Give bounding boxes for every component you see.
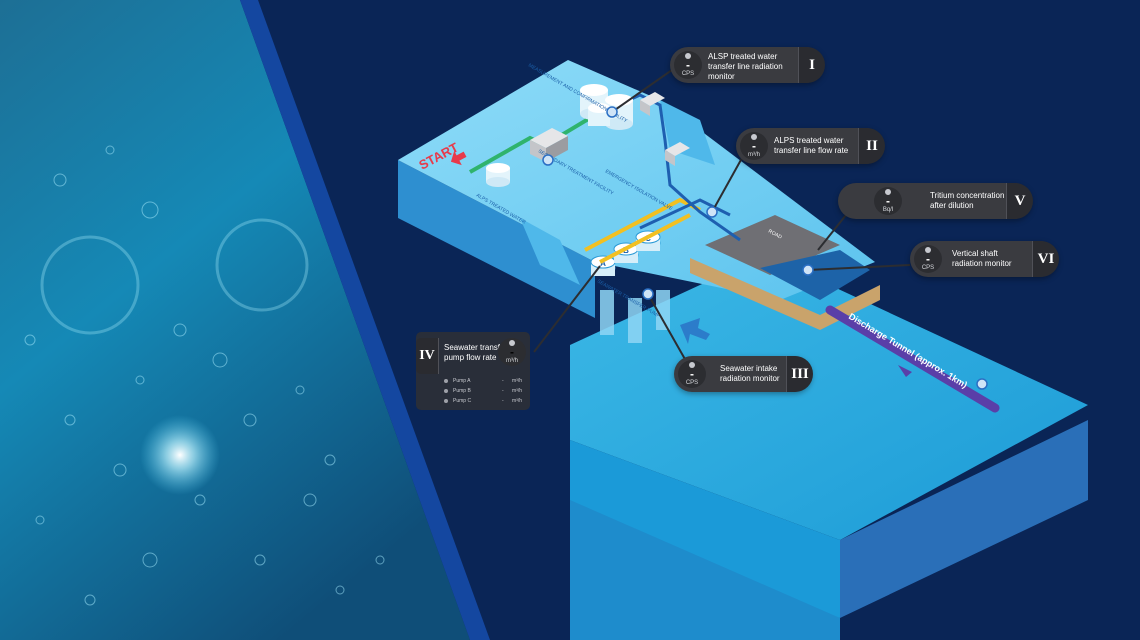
pump-a-name: Pump A bbox=[453, 378, 471, 384]
blue-pipe bbox=[639, 198, 731, 230]
land-step-face-2 bbox=[520, 218, 580, 285]
flow-arrow-out bbox=[898, 365, 912, 377]
value-iii: - bbox=[690, 367, 694, 381]
sea-surface bbox=[570, 255, 1088, 540]
monitor-markers bbox=[542, 106, 988, 390]
pump-b-name: Pump B bbox=[453, 388, 471, 394]
value-ii: - bbox=[752, 139, 756, 153]
pump-c-row: Pump C - m³/h bbox=[416, 397, 530, 407]
unit-v: Bq/l bbox=[882, 207, 894, 213]
gauge-iii: -CPS bbox=[678, 360, 706, 388]
pump-b-value: - bbox=[502, 388, 504, 394]
gauge-ii: -m³/h bbox=[740, 132, 768, 160]
underwater-photo bbox=[0, 0, 470, 640]
unit-vi: CPS bbox=[921, 265, 935, 271]
outflow-block bbox=[760, 250, 870, 300]
gauge-v: -Bq/l bbox=[874, 187, 902, 215]
pump-c-value: - bbox=[502, 398, 504, 404]
roman-iv: IV bbox=[416, 338, 439, 374]
bubbles bbox=[24, 145, 385, 606]
value-v: - bbox=[886, 194, 890, 208]
pump-b-unit: m³/h bbox=[512, 388, 522, 394]
pump-c-unit: m³/h bbox=[512, 398, 522, 404]
gauge-i: -CPS bbox=[674, 51, 702, 79]
pump-house bbox=[640, 92, 665, 116]
value-iv: - bbox=[510, 345, 514, 359]
gauge-iv: -m³/h bbox=[498, 338, 526, 366]
unit-i: CPS bbox=[681, 71, 695, 77]
start-arrow-icon bbox=[450, 150, 467, 166]
transfer-pipe bbox=[589, 93, 741, 242]
pump-a-value: - bbox=[502, 378, 504, 384]
pump-a-letter: A bbox=[600, 259, 606, 268]
sea-block-front bbox=[840, 420, 1088, 618]
pump-c-name: Pump C bbox=[453, 398, 472, 404]
yellow-pipe-2 bbox=[599, 213, 691, 264]
discharge-tunnel bbox=[825, 305, 1000, 413]
land-block-side bbox=[398, 160, 595, 318]
alps-tank bbox=[486, 163, 510, 187]
road-block bbox=[705, 215, 840, 275]
pump-a-unit: m³/h bbox=[512, 378, 522, 384]
intake-structures bbox=[600, 290, 670, 343]
flow-arrow-intake bbox=[680, 318, 710, 344]
measurement-tanks bbox=[580, 84, 633, 130]
divider-stripe bbox=[240, 0, 490, 640]
unit-iii: CPS bbox=[685, 380, 699, 386]
light-glow bbox=[140, 415, 220, 495]
valve-building bbox=[665, 142, 690, 166]
unit-ii: m³/h bbox=[748, 152, 760, 158]
sea-depth bbox=[570, 440, 840, 618]
gauge-vi: -CPS bbox=[914, 245, 942, 273]
value-vi: - bbox=[926, 252, 930, 266]
pump-a-row: Pump A - m³/h bbox=[416, 377, 530, 387]
pump-b-row: Pump B - m³/h bbox=[416, 387, 530, 397]
value-i: - bbox=[686, 58, 690, 72]
callout-connectors bbox=[533, 69, 911, 369]
unit-iv: m³/h bbox=[506, 358, 518, 364]
